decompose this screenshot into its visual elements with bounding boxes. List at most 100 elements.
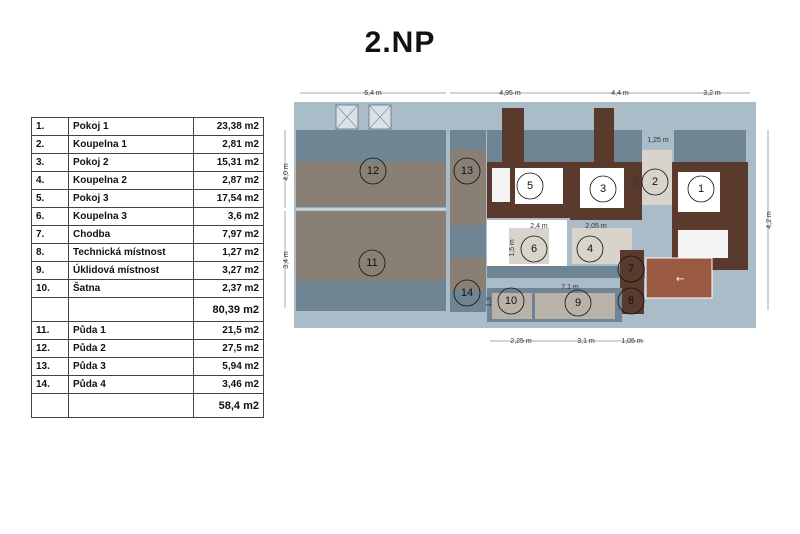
svg-text:4: 4	[587, 243, 593, 255]
dim-bottom-1: 2,25 m	[510, 338, 532, 345]
room-name: Šatna	[68, 279, 194, 298]
arrow-left-icon: ←	[676, 274, 684, 285]
svg-text:10: 10	[505, 295, 517, 307]
subtotal-value: 58,4 m2	[193, 393, 264, 418]
svg-text:14: 14	[461, 287, 473, 299]
svg-text:1: 1	[698, 183, 704, 195]
room-14-floor	[450, 258, 486, 290]
room-8-floor	[646, 258, 712, 298]
room-label-11: 11	[358, 249, 386, 277]
room-label-9: 9	[564, 289, 592, 317]
svg-text:5: 5	[527, 180, 533, 192]
room-name: Technická místnost	[68, 243, 194, 262]
room-name: Půda 3	[68, 357, 194, 376]
row-number: 11.	[31, 321, 69, 340]
room-area: 2,37 m2	[193, 279, 264, 298]
room-5-wood	[502, 108, 524, 168]
svg-text:11: 11	[366, 257, 377, 269]
room-3-wood	[594, 108, 614, 166]
dim-bottom-2: 3,1 m	[577, 338, 595, 345]
room-label-6: 6	[520, 235, 548, 263]
room-label-1: 1	[687, 175, 715, 203]
row-number: 14.	[31, 375, 69, 394]
row-number: 1.	[31, 117, 69, 136]
room-area: 7,97 m2	[193, 225, 264, 244]
svg-text:7: 7	[628, 263, 634, 275]
dim-right-1: 4,2 m	[766, 211, 773, 229]
room-area: 2,87 m2	[193, 171, 264, 190]
room-area: 3,27 m2	[193, 261, 264, 280]
room-name: Půda 1	[68, 321, 194, 340]
dim-bottom-3: 1,05 m	[621, 338, 643, 345]
bed-icon	[678, 230, 728, 258]
room-7-floor	[487, 266, 645, 278]
room-label-2: 2	[641, 168, 669, 196]
room-area: 1,27 m2	[193, 243, 264, 262]
room-label-12: 12	[359, 157, 387, 185]
dim-inner-7: 1,3	[486, 297, 493, 307]
row-number: 6.	[31, 207, 69, 226]
row-number: 7.	[31, 225, 69, 244]
room-name: Koupelna 2	[68, 171, 194, 190]
row-number: 13.	[31, 357, 69, 376]
skylight	[368, 104, 392, 130]
dim-inner-5: 1,5 m	[509, 239, 516, 257]
room-13-floor	[450, 150, 486, 225]
room-label-13: 13	[453, 157, 481, 185]
row-number: 3.	[31, 153, 69, 172]
room-label-4: 4	[576, 235, 604, 263]
row-number: 4.	[31, 171, 69, 190]
room-area: 5,94 m2	[193, 357, 264, 376]
skylight	[335, 104, 359, 130]
dim-left-1: 4,0 m	[283, 163, 290, 181]
room-label-10: 10	[497, 287, 525, 315]
subtotal-row: 80,39 m2	[31, 297, 264, 322]
room-label-3: 3	[589, 175, 617, 203]
room-label-14: 14	[453, 279, 481, 307]
row-number: 8.	[31, 243, 69, 262]
bed-icon	[492, 168, 510, 202]
page-title: 2.NP	[364, 26, 436, 59]
room-area: 2,81 m2	[193, 135, 264, 154]
room-name: Koupelna 1	[68, 135, 194, 154]
row-number: 2.	[31, 135, 69, 154]
floor-plan: 1 2 3 4 5 6 7 8 9 10 11 12 13 14 6,4 m 4…	[283, 90, 773, 345]
room-name: Půda 2	[68, 339, 194, 358]
room-name: Koupelna 3	[68, 207, 194, 226]
room-6-floor	[509, 228, 549, 264]
bed-icon	[515, 168, 563, 204]
room-name: Pokoj 2	[68, 153, 194, 172]
dim-top-4: 3,2 m	[703, 90, 721, 97]
bed-icon	[580, 168, 624, 208]
room-area: 23,38 m2	[193, 117, 264, 136]
svg-text:8: 8	[628, 295, 634, 307]
dim-inner-1: 1,25 m	[647, 137, 669, 144]
room-area: 3,6 m2	[193, 207, 264, 226]
room-area: 21,5 m2	[193, 321, 264, 340]
row-number: 9.	[31, 261, 69, 280]
room-11-floor	[296, 211, 446, 281]
svg-text:3: 3	[600, 183, 606, 195]
svg-text:2: 2	[652, 176, 658, 188]
svg-text:9: 9	[575, 297, 581, 309]
subtotal-row: 58,4 m2	[31, 393, 264, 418]
room-name: Úklidová místnost	[68, 261, 194, 280]
room-label-8: 8	[617, 287, 645, 315]
room-name: Pokoj 1	[68, 117, 194, 136]
room-name: Pokoj 3	[68, 189, 194, 208]
